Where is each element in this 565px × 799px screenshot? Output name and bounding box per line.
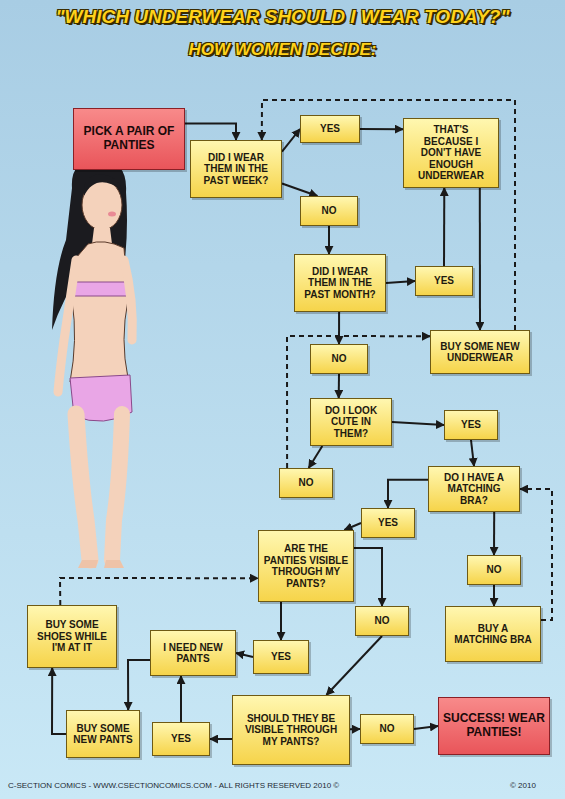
box-text: BUY SOME NEW PANTS xyxy=(71,723,135,746)
connector-arrow xyxy=(360,128,403,130)
connector-arrow xyxy=(280,602,282,640)
terminal-box: PICK A PAIR OF PANTIES xyxy=(73,108,185,170)
connector-arrow xyxy=(350,728,360,730)
dashed-connector xyxy=(287,336,430,468)
process-box: NO xyxy=(310,344,368,374)
subtitle: HOW WOMEN DECIDE: xyxy=(0,40,565,60)
box-text: BUY A MATCHING BRA xyxy=(450,623,536,646)
process-box: DID I WEAR THEM IN THE PAST WEEK? xyxy=(190,140,282,198)
process-box: BUY SOME SHOES WHILE I'M AT IT xyxy=(27,605,117,668)
process-box: THAT'S BECAUSE I DON'T HAVE ENOUGH UNDER… xyxy=(403,118,499,188)
process-box: NO xyxy=(360,714,414,744)
process-box: BUY A MATCHING BRA xyxy=(445,606,541,662)
connector-arrow xyxy=(354,548,382,606)
connector-arrow xyxy=(386,281,415,283)
process-box: YES xyxy=(415,266,473,296)
process-box: DO I HAVE A MATCHING BRA? xyxy=(428,466,520,512)
process-box: SHOULD THEY BE VISIBLE THROUGH MY PANTS? xyxy=(232,695,350,765)
process-box: NO xyxy=(467,555,521,585)
connector-arrow xyxy=(328,226,330,254)
box-text: YES xyxy=(378,517,398,529)
box-text: NO xyxy=(487,564,502,576)
box-text: BUY SOME SHOES WHILE I'M AT IT xyxy=(32,619,112,654)
process-box: DO I LOOK CUTE IN THEM? xyxy=(310,398,392,446)
terminal-box: SUCCESS! WEAR PANTIES! xyxy=(438,697,550,755)
connector-arrow xyxy=(282,129,300,152)
box-text: BUY SOME NEW UNDERWEAR xyxy=(435,341,525,364)
box-text: NO xyxy=(375,615,390,627)
connector-arrow xyxy=(344,523,361,530)
box-text: ARE THE PANTIES VISIBLE THROUGH MY PANTS… xyxy=(263,543,349,589)
dashed-connector xyxy=(262,100,515,330)
box-text: NO xyxy=(380,723,395,735)
connector-arrow xyxy=(180,676,182,722)
box-text: PICK A PAIR OF PANTIES xyxy=(78,125,180,153)
connector-arrow xyxy=(282,184,317,197)
connector-arrow xyxy=(338,312,340,344)
box-text: NO xyxy=(332,353,347,365)
box-text: DID I WEAR THEM IN THE PAST WEEK? xyxy=(195,152,277,187)
process-box: YES xyxy=(361,508,415,538)
box-text: NO xyxy=(322,205,337,217)
footer-label: C-SECTION COMICS - WWW.CSECTIONCOMICS.CO… xyxy=(8,781,339,790)
process-box: BUY SOME NEW UNDERWEAR xyxy=(430,330,530,374)
figure xyxy=(52,158,132,568)
connector-arrow xyxy=(185,124,236,141)
connector-arrow xyxy=(493,585,495,606)
connector-arrow xyxy=(309,446,323,468)
box-text: SHOULD THEY BE VISIBLE THROUGH MY PANTS? xyxy=(237,713,345,748)
box-text: I NEED NEW PANTS xyxy=(155,642,231,665)
connector-arrow xyxy=(493,512,495,555)
process-box: YES xyxy=(253,640,309,674)
connector-arrow xyxy=(210,738,232,740)
box-text: YES xyxy=(461,419,481,431)
process-box: YES xyxy=(300,115,360,143)
process-box: ARE THE PANTIES VISIBLE THROUGH MY PANTS… xyxy=(258,530,354,602)
process-box: NO xyxy=(279,468,333,498)
connector-arrow xyxy=(392,422,444,425)
connector-arrow xyxy=(414,726,438,729)
process-box: YES xyxy=(152,722,210,756)
box-text: YES xyxy=(171,733,191,745)
process-box: YES xyxy=(444,410,498,440)
connector-arrow xyxy=(236,653,253,657)
box-text: YES xyxy=(320,123,340,135)
connector-arrow xyxy=(52,668,66,734)
process-box: I NEED NEW PANTS xyxy=(150,630,236,676)
process-box: NO xyxy=(355,606,409,636)
box-text: THAT'S BECAUSE I DON'T HAVE ENOUGH UNDER… xyxy=(408,124,494,182)
box-text: DID I WEAR THEM IN THE PAST MONTH? xyxy=(299,266,381,301)
process-box: BUY SOME NEW PANTS xyxy=(66,710,140,758)
box-text: DO I HAVE A MATCHING BRA? xyxy=(433,472,515,507)
box-text: YES xyxy=(434,275,454,287)
footer-label: © 2010 xyxy=(510,781,536,790)
process-box: DID I WEAR THEM IN THE PAST MONTH? xyxy=(294,254,386,312)
process-box: NO xyxy=(300,196,358,226)
box-text: SUCCESS! WEAR PANTIES! xyxy=(443,712,545,740)
box-text: YES xyxy=(271,651,291,663)
box-text: DO I LOOK CUTE IN THEM? xyxy=(315,405,387,440)
connector-arrow xyxy=(443,188,445,266)
connector-arrow xyxy=(338,374,340,398)
connector-arrow xyxy=(388,480,428,508)
title: "WHICH UNDERWEAR SHOULD I WEAR TODAY?" xyxy=(6,6,559,28)
dashed-connector xyxy=(520,489,552,620)
connector-arrow xyxy=(326,636,382,695)
connector-arrow xyxy=(479,188,481,330)
connector-arrow xyxy=(128,660,150,710)
box-text: NO xyxy=(299,477,314,489)
dashed-connector xyxy=(60,578,258,605)
connector-arrow xyxy=(471,440,474,466)
